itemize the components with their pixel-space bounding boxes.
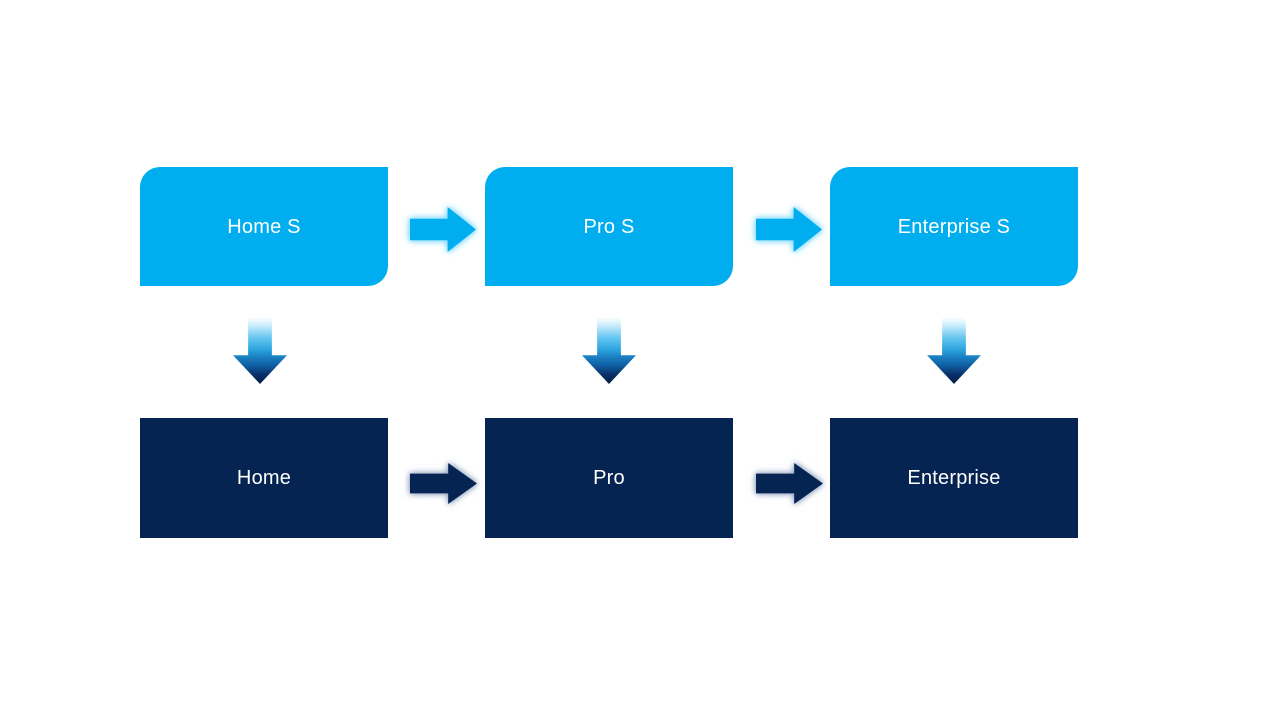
node-home-s: Home S [140,167,388,286]
node-enterprise-s: Enterprise S [830,167,1078,286]
node-home-label: Home [236,467,292,489]
down-arrow-icon [233,317,287,384]
node-pro-s: Pro S [485,167,733,286]
right-arrow-shape [410,463,477,504]
right-arrow-icon [756,463,823,504]
right-arrow-icon [756,207,822,252]
right-arrow-icon [410,207,476,252]
node-pro-s-label: Pro S [583,215,635,238]
right-arrow-icon [410,463,477,504]
down-arrow-icon [927,317,981,384]
node-pro: Pro [485,418,733,538]
right-arrow-shape [756,207,822,252]
right-arrow-shape [410,207,476,252]
right-arrow-shape [756,463,823,504]
down-arrow-icon [582,317,636,384]
node-home: Home [140,418,388,538]
node-enterprise-s-label: Enterprise S [897,215,1011,238]
node-pro-label: Pro [593,467,625,489]
node-enterprise: Enterprise [830,418,1078,538]
node-enterprise-label: Enterprise [907,467,1001,489]
node-home-s-label: Home S [227,215,301,238]
